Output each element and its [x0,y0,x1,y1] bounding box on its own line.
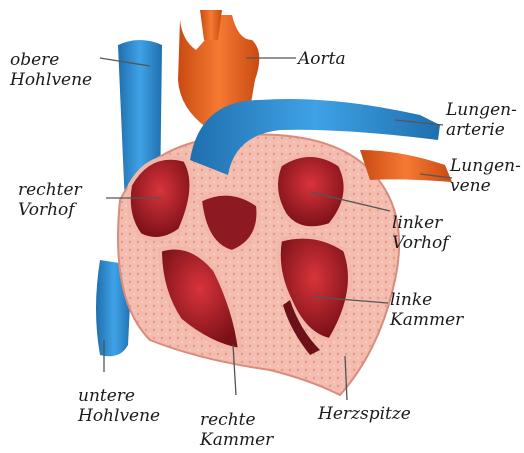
label-obere-hohlvene: obere Hohlvene [10,50,92,90]
label-linke-kammer: linke Kammer [390,290,463,330]
label-lungenvene: Lungen- vene [450,156,521,196]
label-rechte-kammer: rechte Kammer [200,410,273,450]
label-herzspitze: Herzspitze [318,404,411,424]
label-rechter-vorhof: rechter Vorhof [18,180,82,220]
pulmonary-vein [360,150,452,182]
label-lungenarterie: Lungen- arterie [446,100,517,140]
label-aorta: Aorta [298,49,346,69]
label-linker-vorhof: linker Vorhof [392,213,449,253]
label-untere-hohlvene: untere Hohlvene [78,386,160,426]
